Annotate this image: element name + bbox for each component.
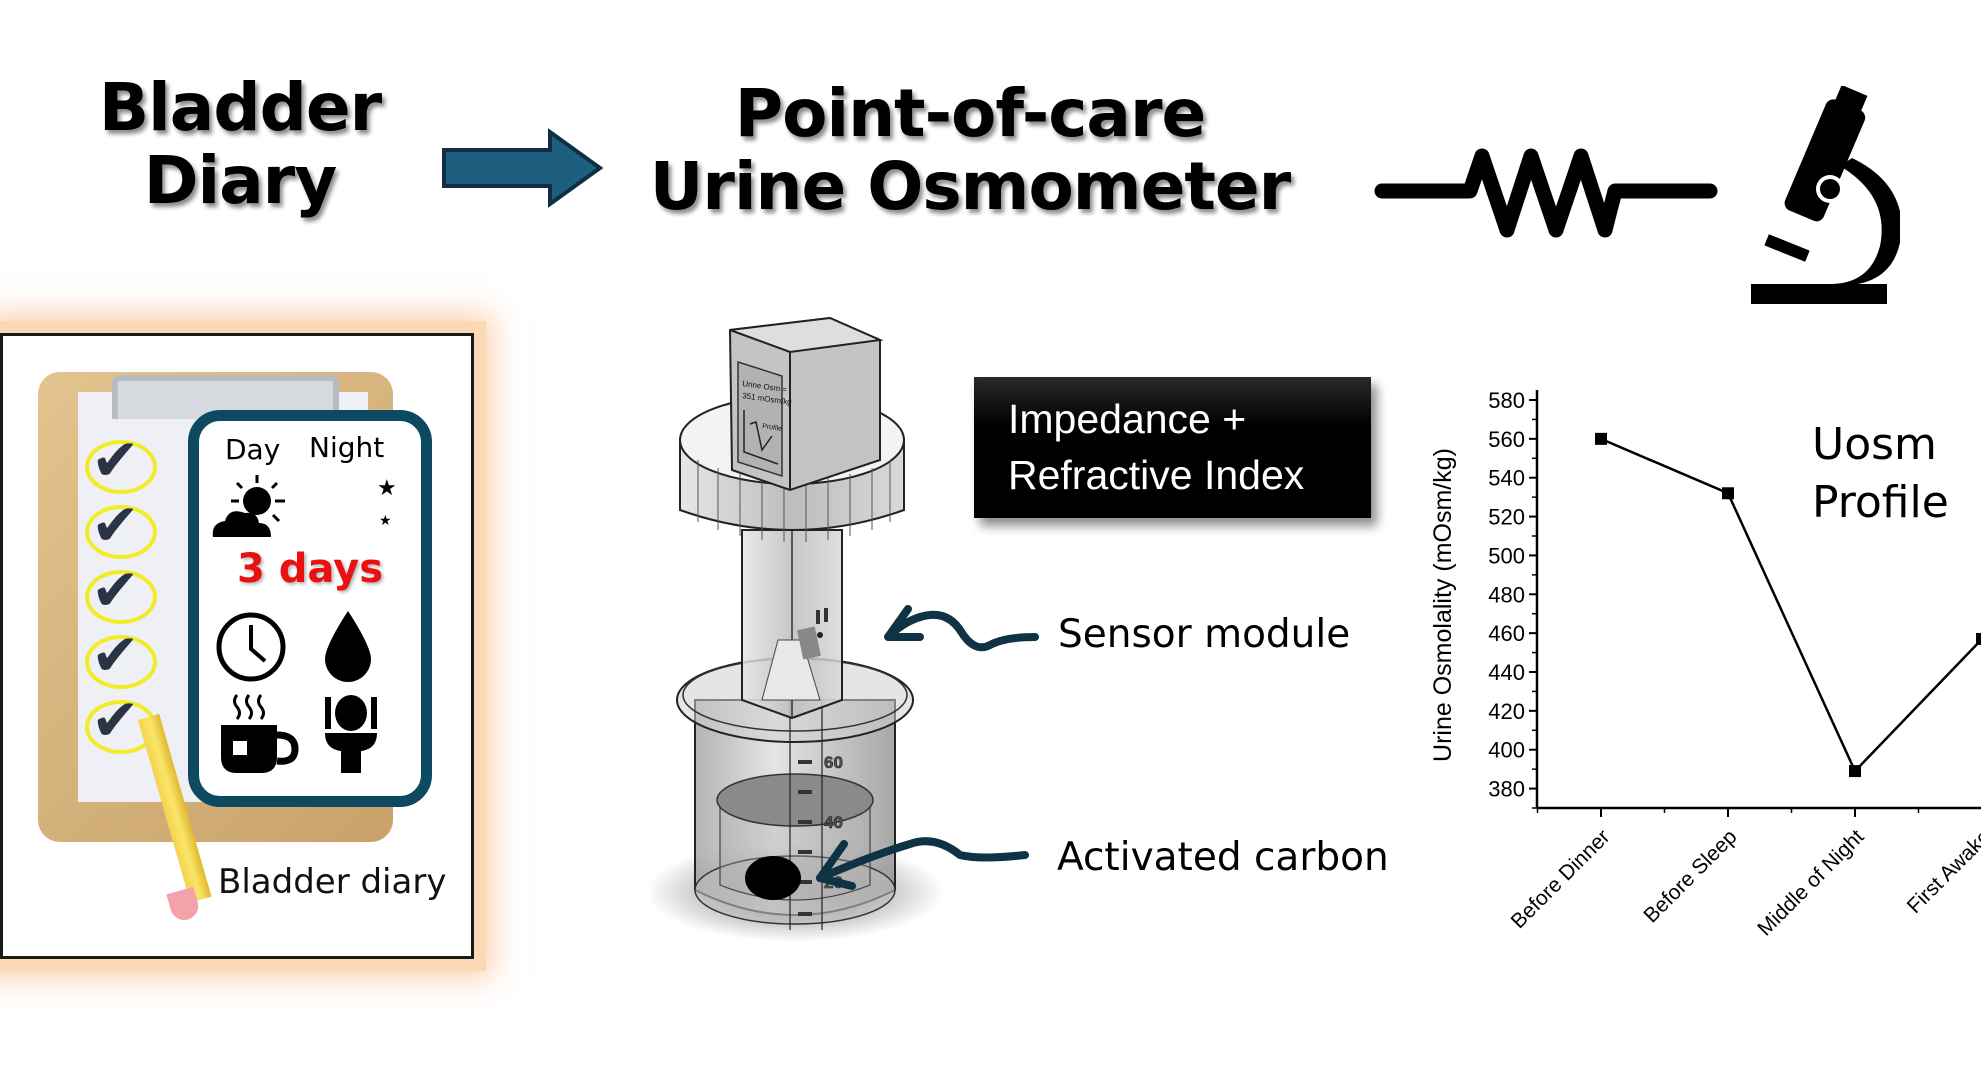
checklist-item: ✔: [85, 426, 165, 494]
ring-icon: [85, 505, 157, 559]
sun-cloud-icon: [212, 475, 285, 537]
clock-icon: [216, 612, 286, 682]
y-tick-label: 580: [1488, 388, 1525, 413]
chart-annotation: Uosm Profile: [1812, 416, 1949, 532]
chart-y-ticks: 380 400 420 440 460 480 500 520 540 560 580: [1488, 388, 1537, 809]
uosm-profile-chart: Urine Osmolality (mOsm/kg) 380 400 420 440 4…: [1429, 388, 1981, 941]
title-line-2: Diary: [143, 141, 338, 219]
measurement-line-2: Refractive Index: [1008, 452, 1305, 498]
carbon-callout-arrow-icon: [816, 837, 1029, 890]
toilet-icon: [325, 695, 377, 773]
y-tick-label: 420: [1488, 699, 1525, 724]
bladder-diary-caption: Bladder diary: [218, 862, 447, 902]
checkmark-icon: ✔: [91, 491, 140, 559]
data-point-marker: [1849, 765, 1861, 778]
bladder-diary-title: Bladder Diary: [60, 69, 420, 219]
activated-carbon-label: Activated carbon: [1057, 835, 1389, 880]
data-point-marker: [1595, 432, 1607, 445]
svg-text:★: ★: [377, 475, 397, 500]
day-label: Day: [225, 433, 281, 466]
checkmark-icon: ✔: [91, 556, 140, 624]
checkmark-icon: ✔: [91, 686, 140, 754]
diary-info-card: Day Night ★ ★ 3 days: [188, 410, 432, 807]
y-tick-label: 460: [1488, 621, 1525, 646]
beaker: 60 40 20: [676, 657, 914, 930]
series-line: [1600, 437, 1981, 774]
osmometer-device: 60 40 20 Urine Osm = 351 mOsm/kg Profile: [650, 316, 945, 942]
chart-annotation-line-2: Profile: [1812, 477, 1949, 528]
y-tick-label: 520: [1488, 505, 1525, 530]
activated-carbon-pellet: [745, 856, 801, 900]
x-tick-label: Middle of Night: [1753, 825, 1868, 940]
moon-stars-icon: ★ ★: [313, 475, 397, 532]
checklist-item: ✔: [85, 686, 165, 754]
osmometer-title: Point-of-care Urine Osmometer: [620, 75, 1320, 225]
microscope-icon: [1751, 86, 1900, 304]
measurement-method-box: Impedance + Refractive Index: [974, 377, 1371, 518]
device-screen: [737, 360, 783, 478]
sensor-module-label: Sensor module: [1058, 612, 1351, 657]
checkmark-icon: ✔: [91, 426, 140, 494]
title-line-1: Point-of-care: [734, 75, 1207, 152]
chart-axes: [1535, 390, 1981, 810]
y-tick-label: 540: [1488, 466, 1525, 491]
chart-y-axis-label: Urine Osmolality (mOsm/kg): [1429, 448, 1457, 762]
sensor-module: [741, 529, 843, 720]
y-tick-label: 400: [1488, 738, 1525, 763]
checklist-item: ✔: [85, 621, 165, 689]
svg-text:★: ★: [379, 512, 392, 528]
x-tick-label: Before Dinner: [1507, 825, 1615, 933]
y-tick-label: 480: [1488, 582, 1525, 607]
data-point-marker: [1722, 487, 1734, 500]
flow-arrow-icon: [442, 128, 604, 208]
title-line-2: Urine Osmometer: [649, 147, 1291, 225]
ring-icon: [85, 570, 157, 624]
ring-icon: [85, 635, 157, 689]
title-line-1: Bladder: [98, 69, 382, 146]
duration-label: 3 days: [236, 546, 384, 592]
y-tick-label: 500: [1488, 543, 1525, 568]
resistor-icon: [1374, 148, 1718, 238]
x-tick-label: First Awake: [1903, 825, 1981, 918]
scale-label-60: 60: [824, 753, 843, 772]
measurement-line-1: Impedance +: [1008, 396, 1247, 442]
scale-label-40: 40: [824, 813, 843, 832]
hot-drink-icon: [221, 694, 299, 773]
checklist-item: ✔: [85, 491, 165, 559]
y-tick-label: 560: [1488, 427, 1525, 452]
ring-icon: [85, 440, 157, 494]
sensor-callout-arrow-icon: [884, 605, 1039, 652]
x-tick-label: Before Sleep: [1639, 825, 1741, 927]
y-tick-label: 440: [1488, 660, 1525, 685]
chart-annotation-line-1: Uosm: [1812, 419, 1937, 470]
chart-series: [1595, 432, 1981, 778]
checklist-item: ✔: [85, 556, 165, 624]
checkmark-icon: ✔: [91, 621, 140, 689]
y-tick-label: 380: [1488, 777, 1525, 802]
night-label: Night: [309, 431, 385, 464]
display-housing: Urine Osm = 351 mOsm/kg Profile: [728, 316, 884, 492]
droplet-icon: [325, 611, 371, 682]
device-screen-profile: Profile: [762, 423, 783, 433]
data-point-marker: [1976, 632, 1981, 645]
